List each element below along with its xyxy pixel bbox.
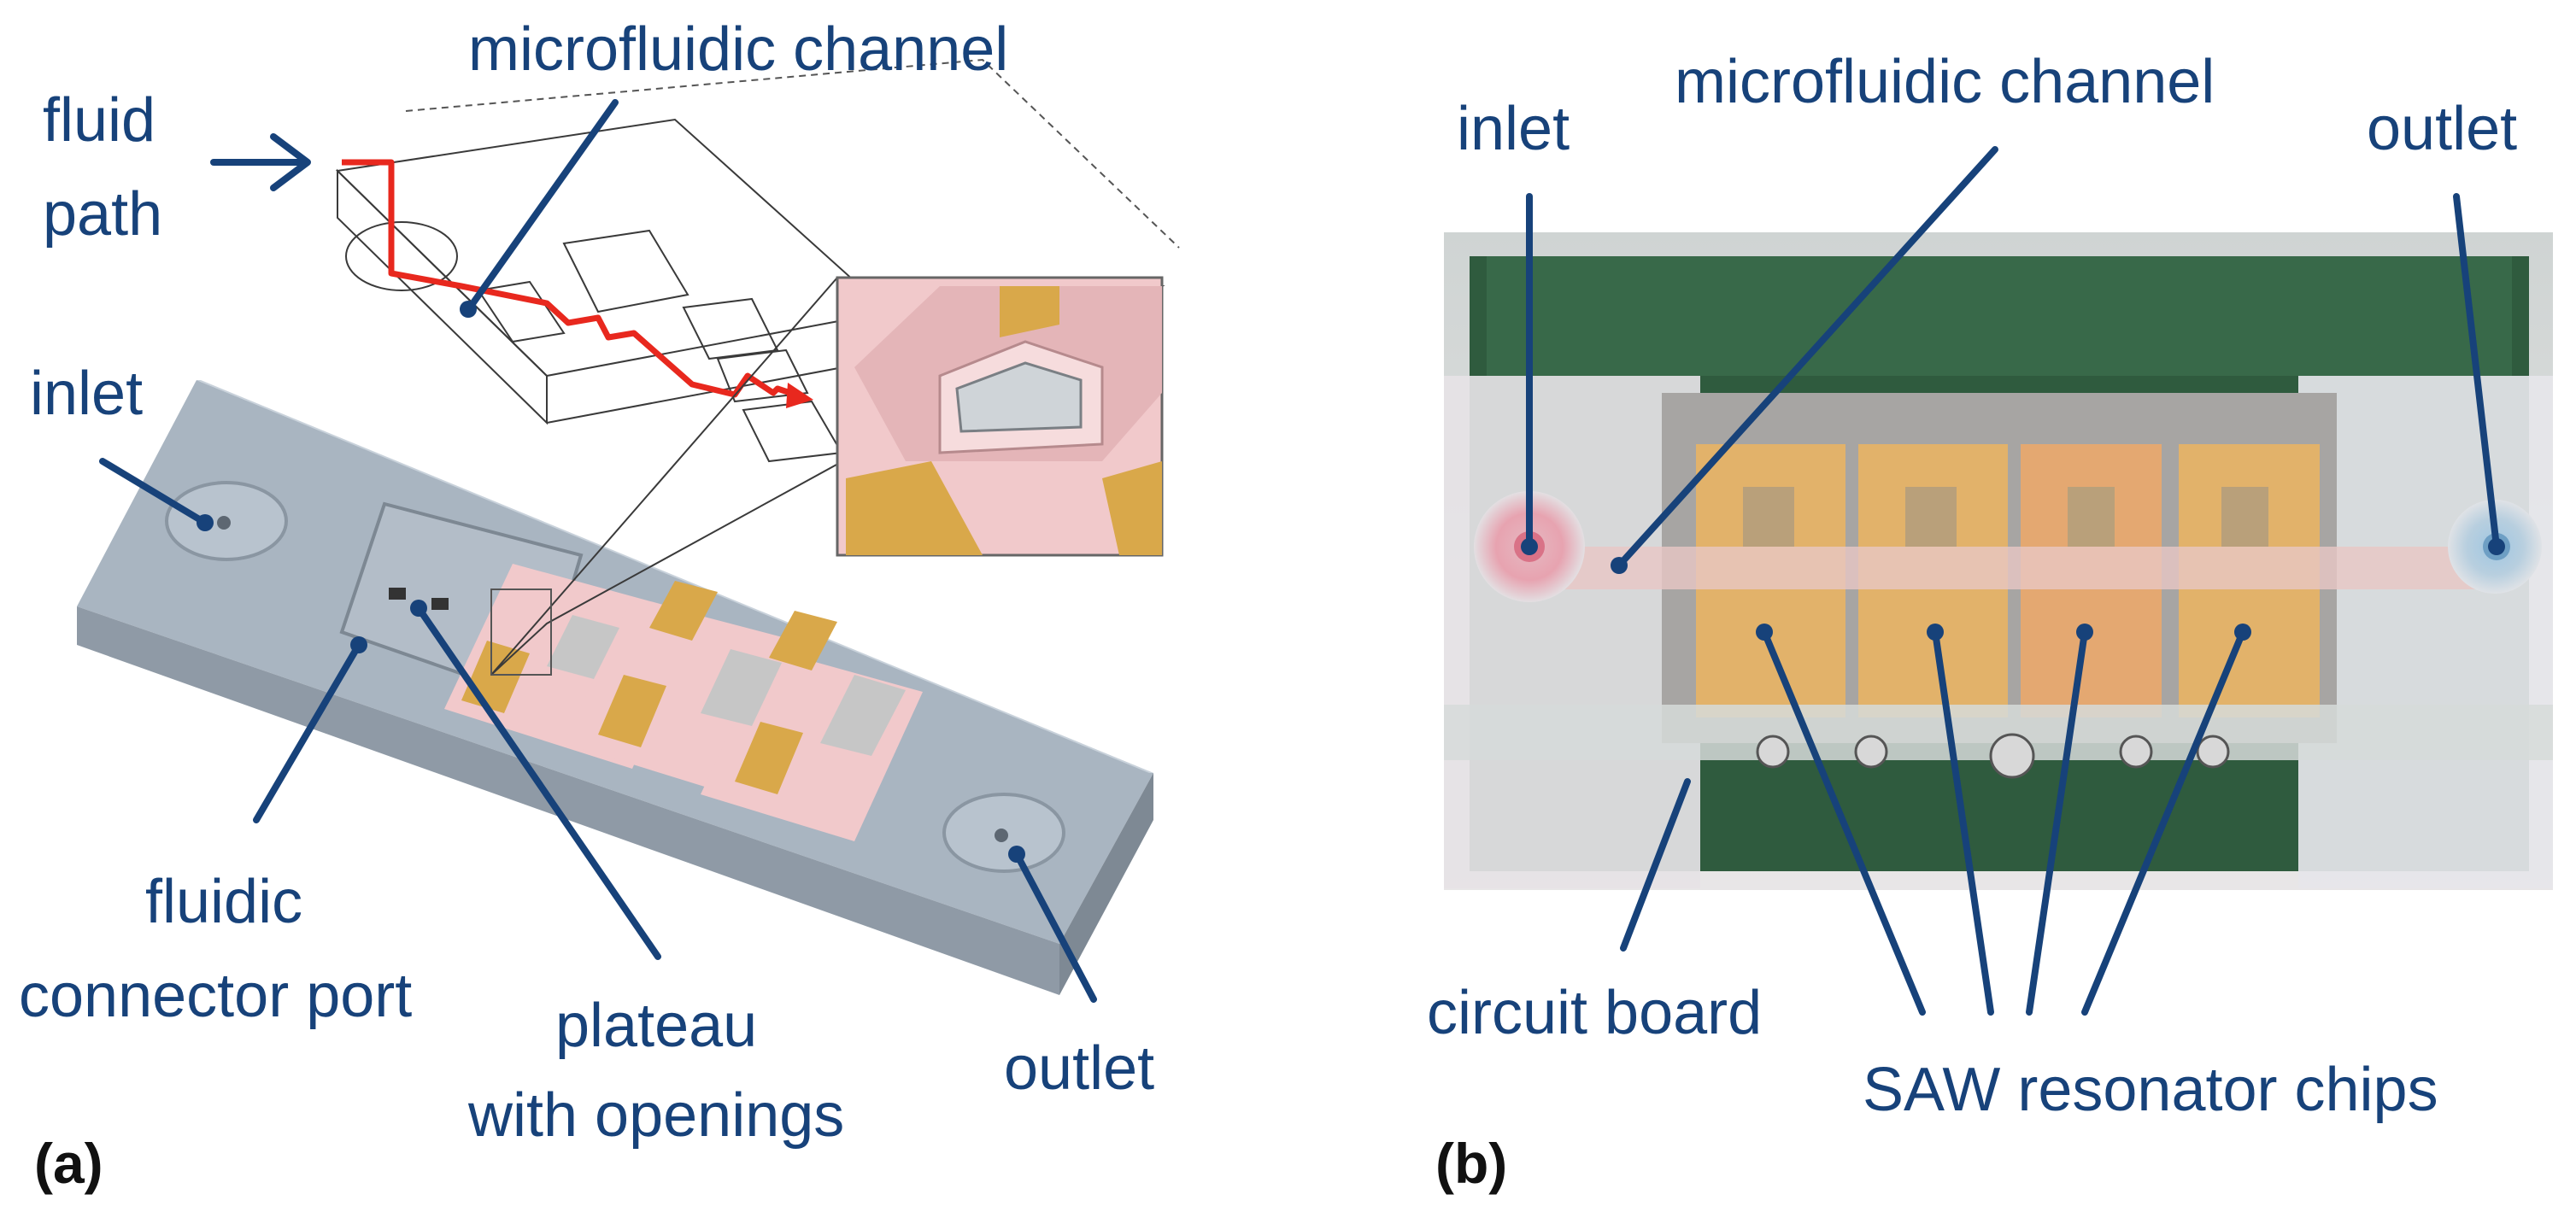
fluid-path-line	[342, 159, 792, 398]
photo-channel-strip	[1538, 547, 2495, 589]
plateau-opening-1	[389, 588, 406, 600]
leader-a-outlet-dot	[1008, 846, 1025, 863]
leader-a-plateau-dot	[410, 600, 427, 617]
leader-a-connector-dot	[350, 636, 367, 653]
photo-solder-pads	[1756, 733, 2230, 779]
leader-a-channel-dot	[460, 301, 477, 318]
fluid-path-arrow	[210, 133, 311, 191]
label-b-outlet: outlet	[2367, 95, 2517, 163]
panel-b-label: (b)	[1435, 1132, 1507, 1195]
label-a-plateau-1: plateau	[555, 992, 757, 1060]
label-a-fluid-path-1: fluid	[43, 86, 155, 155]
label-a-fluidic-2: connector port	[19, 962, 412, 1030]
label-a-outlet: outlet	[1004, 1034, 1154, 1103]
label-a-fluidic-1: fluidic	[145, 868, 302, 936]
fluid-path-arrowhead	[786, 383, 813, 408]
panel-b-photo: inlet microfluidic channel outlet circui…	[1427, 48, 2553, 1195]
label-a-plateau-2: with openings	[467, 1081, 844, 1150]
leader-a-inlet-dot	[197, 514, 214, 531]
inlet-port-hole	[217, 516, 231, 530]
label-b-microfluidic-channel: microfluidic channel	[1675, 48, 2215, 116]
leader-a-outlet	[1013, 851, 1097, 1003]
label-b-inlet: inlet	[1457, 95, 1570, 163]
leader-a-plateau	[415, 605, 661, 960]
panel-a-label: (a)	[34, 1132, 103, 1195]
leader-b-chip-4	[2081, 629, 2246, 1016]
leader-b-channel	[1616, 146, 1998, 569]
zoom-inset	[836, 276, 1164, 557]
label-a-fluid-path-2: path	[43, 180, 162, 249]
outlet-port-hole	[995, 829, 1008, 842]
leader-b-chip-3	[2026, 629, 2088, 1016]
label-b-saw-resonator-chips: SAW resonator chips	[1863, 1056, 2438, 1124]
leader-b-circuit-board	[1620, 778, 1691, 952]
leader-a-inlet	[99, 458, 208, 526]
label-a-inlet: inlet	[30, 360, 143, 428]
zoom-source-box	[490, 589, 552, 676]
leader-b-outlet	[2453, 193, 2500, 550]
label-b-circuit-board: circuit board	[1427, 979, 1762, 1047]
leader-b-chip-2	[1932, 629, 1994, 1016]
leader-a-fluidic-connector	[253, 641, 362, 823]
panel-a-schematic: microfluidic channel fluid path inlet fl…	[19, 15, 1180, 1195]
label-a-microfluidic-channel: microfluidic channel	[468, 15, 1008, 84]
plateau-opening-2	[431, 598, 449, 610]
leader-a-microfluidic-channel	[466, 99, 619, 311]
leader-b-chip-1	[1761, 629, 1926, 1016]
